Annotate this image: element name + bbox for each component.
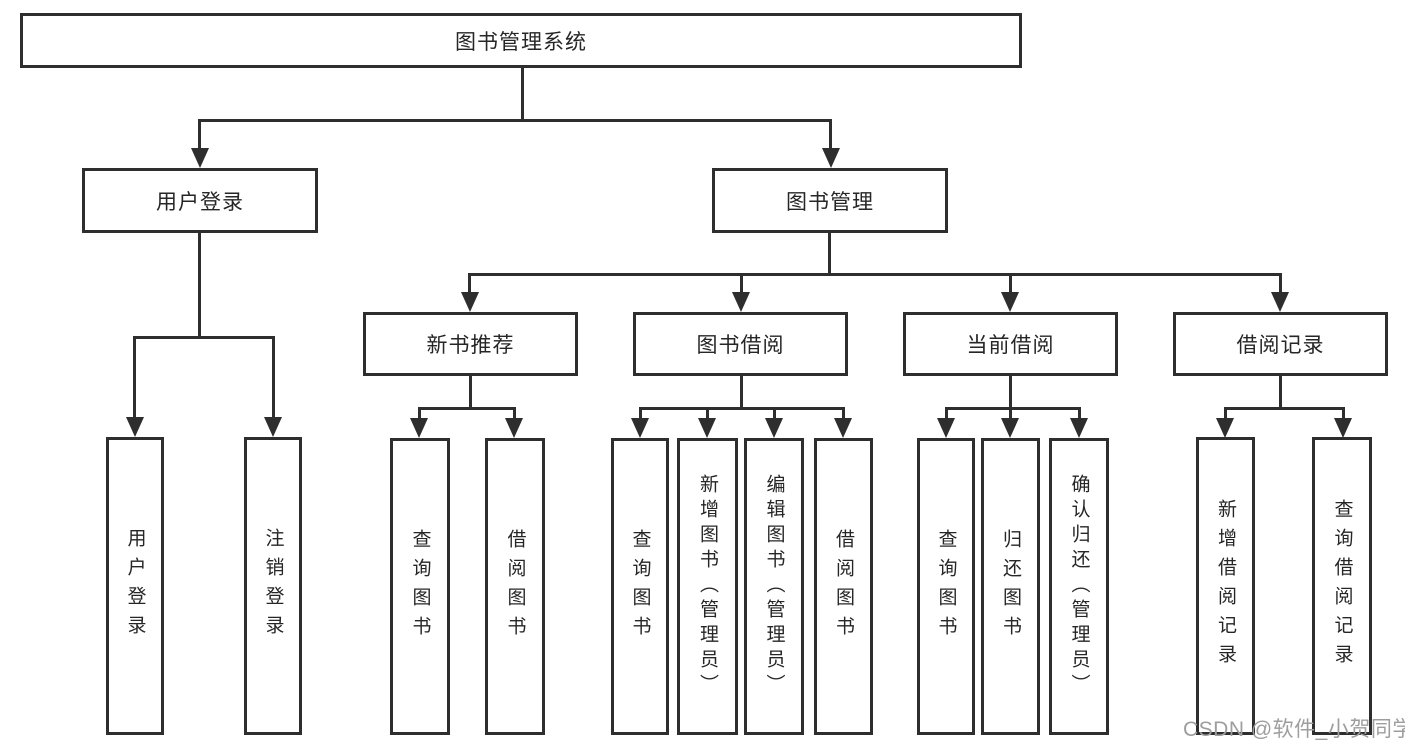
node-user-login-label: 用户登录 — [156, 190, 244, 214]
connector-line — [469, 376, 472, 409]
arrow-down-icon — [126, 417, 144, 437]
arrow-down-icon — [698, 418, 716, 438]
node-leaf-borrow-borrow-books: 借阅图书 — [814, 438, 873, 735]
node-leaf-recommend-borrow-books: 借阅图书 — [485, 438, 545, 735]
node-current-borrow-label: 当前借阅 — [966, 334, 1055, 357]
connector-line — [1279, 376, 1282, 409]
csdn-watermark: CSDN @软件_小贺同学 — [1183, 718, 1405, 741]
node-leaf-user-login: 用户登录 — [106, 437, 164, 735]
node-leaf-records-query-record: 查询借阅记录 — [1312, 437, 1372, 735]
arrow-down-icon — [461, 292, 479, 312]
arrow-down-icon — [1216, 418, 1234, 438]
connector-line — [706, 407, 709, 420]
node-leaf-borrow-add-books-admin-label: 新增图书（管理员） — [697, 474, 718, 699]
arrow-down-icon — [732, 292, 750, 312]
node-root-label: 图书管理系统 — [455, 30, 587, 54]
connector-line — [1279, 273, 1282, 294]
connector-line — [468, 273, 471, 294]
node-book-borrow-label: 图书借阅 — [696, 334, 785, 357]
node-leaf-current-query-books: 查询图书 — [917, 438, 975, 735]
node-leaf-records-add-record-label: 新增借阅记录 — [1215, 499, 1236, 673]
node-book-management: 图书管理 — [712, 168, 948, 233]
connector-line — [945, 407, 1081, 410]
node-leaf-borrow-add-books-admin: 新增图书（管理员） — [677, 438, 738, 735]
arrow-down-icon — [631, 418, 649, 438]
node-leaf-user-login-label: 用户登录 — [124, 528, 146, 644]
connector-line — [468, 273, 1282, 276]
node-leaf-borrow-edit-books-admin-label: 编辑图书（管理员） — [763, 474, 785, 699]
node-borrow-records: 借阅记录 — [1173, 312, 1388, 376]
connector-line — [418, 407, 421, 420]
connector-line — [740, 376, 743, 409]
connector-line — [842, 407, 845, 420]
node-new-book-recommend-label: 新书推荐 — [426, 334, 515, 357]
connector-line — [1224, 407, 1227, 420]
node-leaf-recommend-query-books: 查询图书 — [390, 438, 450, 735]
node-leaf-borrow-borrow-books-label: 借阅图书 — [833, 528, 854, 645]
connector-line — [1078, 407, 1081, 420]
node-leaf-recommend-borrow-books-label: 借阅图书 — [504, 528, 526, 645]
arrow-down-icon — [1001, 418, 1019, 438]
node-current-borrow: 当前借阅 — [903, 312, 1118, 376]
arrow-down-icon — [1001, 292, 1019, 312]
connector-line — [639, 407, 642, 420]
node-leaf-logout: 注销登录 — [244, 437, 302, 735]
arrow-down-icon — [1070, 418, 1088, 438]
node-leaf-current-confirm-return-admin-label: 确认归还（管理员） — [1068, 474, 1090, 699]
connector-line — [1342, 407, 1345, 420]
connector-line — [418, 407, 516, 410]
connector-line — [1009, 407, 1012, 420]
node-leaf-borrow-query-books-label: 查询图书 — [629, 528, 651, 645]
connector-line — [133, 336, 275, 339]
node-user-login: 用户登录 — [82, 168, 318, 233]
node-leaf-current-query-books-label: 查询图书 — [935, 528, 957, 645]
arrow-down-icon — [191, 148, 209, 168]
connector-line — [945, 407, 948, 420]
node-leaf-current-return-books: 归还图书 — [981, 438, 1040, 735]
connector-line — [773, 407, 776, 420]
connector-line — [1009, 273, 1012, 294]
connector-line — [272, 336, 275, 419]
arrow-down-icon — [264, 417, 282, 437]
connector-line — [521, 68, 524, 119]
arrow-down-icon — [1271, 292, 1289, 312]
node-leaf-current-confirm-return-admin: 确认归还（管理员） — [1049, 438, 1109, 735]
node-leaf-records-add-record: 新增借阅记录 — [1196, 437, 1255, 735]
connector-line — [133, 336, 136, 419]
connector-line — [513, 407, 516, 420]
connector-line — [1224, 407, 1345, 410]
arrow-down-icon — [834, 418, 852, 438]
node-leaf-borrow-query-books: 查询图书 — [611, 438, 669, 735]
node-leaf-logout-label: 注销登录 — [262, 528, 284, 644]
node-book-management-label: 图书管理 — [786, 190, 874, 214]
arrow-down-icon — [1334, 418, 1352, 438]
connector-line — [740, 273, 743, 294]
node-root: 图书管理系统 — [20, 13, 1022, 68]
node-new-book-recommend: 新书推荐 — [363, 312, 578, 376]
arrow-down-icon — [505, 418, 523, 438]
connector-line — [198, 119, 201, 150]
connector-line — [198, 233, 201, 336]
arrow-down-icon — [765, 418, 783, 438]
connector-line — [828, 233, 831, 275]
connector-line — [639, 407, 845, 410]
arrow-down-icon — [822, 148, 840, 168]
arrow-down-icon — [937, 418, 955, 438]
connector-line — [1009, 376, 1012, 409]
connector-line — [829, 119, 832, 150]
node-leaf-records-query-record-label: 查询借阅记录 — [1331, 499, 1353, 673]
node-borrow-records-label: 借阅记录 — [1236, 334, 1325, 357]
connector-line — [198, 119, 832, 122]
node-leaf-current-return-books-label: 归还图书 — [1000, 528, 1021, 645]
node-book-borrow: 图书借阅 — [633, 312, 848, 376]
node-leaf-borrow-edit-books-admin: 编辑图书（管理员） — [744, 438, 804, 735]
arrow-down-icon — [410, 418, 428, 438]
node-leaf-recommend-query-books-label: 查询图书 — [409, 528, 431, 645]
